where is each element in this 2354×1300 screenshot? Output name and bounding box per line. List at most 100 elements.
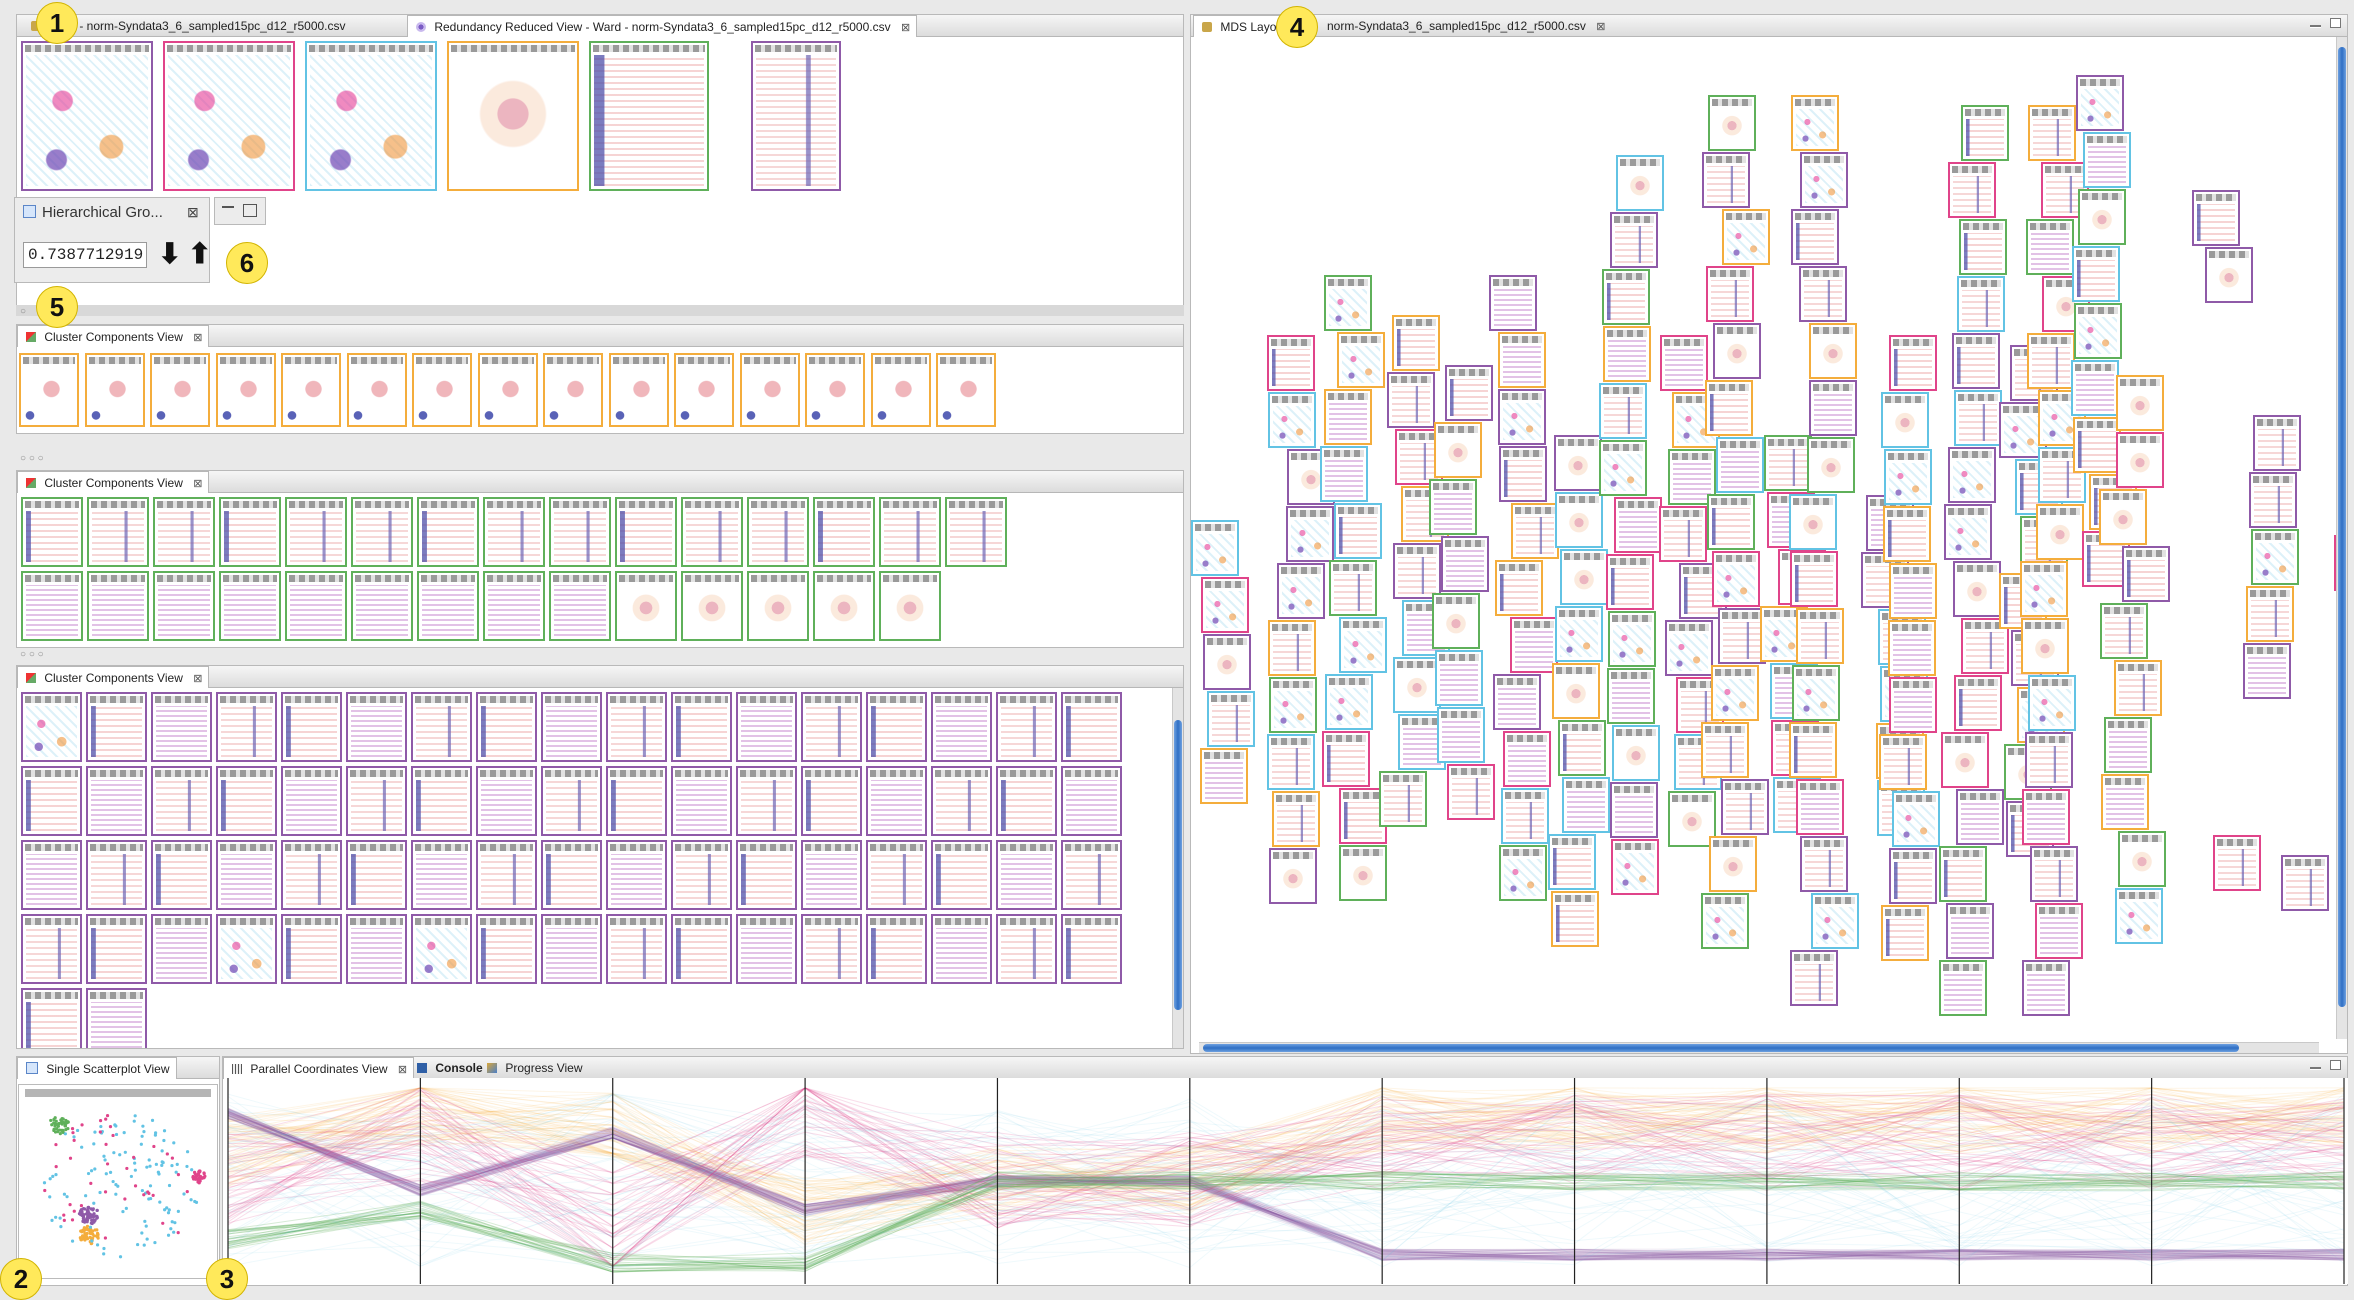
scatterplot-thumbnail[interactable]: [351, 497, 413, 567]
scatterplot-thumbnail[interactable]: [86, 766, 147, 836]
scatterplot-thumbnail[interactable]: [21, 692, 82, 762]
scatterplot-thumbnail[interactable]: [2243, 643, 2291, 699]
scatterplot-thumbnail[interactable]: [1948, 162, 1996, 218]
scatterplot-thumbnail[interactable]: [2025, 732, 2073, 788]
scatterplot-thumbnail[interactable]: [671, 914, 732, 984]
scatterplot-thumbnail[interactable]: [996, 692, 1057, 762]
scatterplot-thumbnail[interactable]: [747, 571, 809, 641]
scatterplot-thumbnail[interactable]: [1269, 677, 1317, 733]
scatterplot-thumbnail[interactable]: [2074, 303, 2122, 359]
scatterplot-thumbnail[interactable]: [1203, 634, 1251, 690]
tab-progress-view[interactable]: Progress View: [479, 1057, 589, 1079]
scatterplot-thumbnail[interactable]: [1432, 593, 1480, 649]
scatterplot-thumbnail[interactable]: [1392, 315, 1440, 371]
scatterplot-thumbnail[interactable]: [2020, 561, 2068, 617]
scatterplot-thumbnail[interactable]: [1948, 447, 1996, 503]
scatterplot-thumbnail[interactable]: [1953, 561, 2001, 617]
vertical-scrollbar[interactable]: [2336, 37, 2347, 1039]
scatterplot-thumbnail[interactable]: [1498, 332, 1546, 388]
scatterplot-thumbnail[interactable]: [1548, 834, 1596, 890]
scatterplot-thumbnail[interactable]: [151, 766, 212, 836]
scatterplot-thumbnail[interactable]: [801, 766, 862, 836]
tab-single-scatterplot[interactable]: Single Scatterplot View: [17, 1057, 177, 1079]
scatterplot-thumbnail[interactable]: [1809, 380, 1857, 436]
scatterplot-thumbnail[interactable]: [805, 353, 865, 427]
scatterplot-thumbnail[interactable]: [411, 692, 472, 762]
scatterplot-thumbnail[interactable]: [1952, 333, 2000, 389]
scatterplot-thumbnail[interactable]: [1957, 276, 2005, 332]
scatterplot-thumbnail[interactable]: [1811, 893, 1859, 949]
scatterplot-thumbnail[interactable]: [412, 353, 472, 427]
scatterplot-thumbnail[interactable]: [2192, 190, 2240, 246]
scatterplot-thumbnail[interactable]: [1718, 608, 1766, 664]
scatterplot-thumbnail[interactable]: [1393, 657, 1441, 713]
horizontal-scrollbar[interactable]: [1199, 1042, 2319, 1053]
scatterplot-thumbnail[interactable]: [1061, 766, 1122, 836]
scatterplot-thumbnail[interactable]: [813, 497, 875, 567]
scatterplot-thumbnail[interactable]: [813, 571, 875, 641]
scatterplot-thumbnail[interactable]: [1610, 782, 1658, 838]
scatterplot-thumbnail[interactable]: [1269, 848, 1317, 904]
scatterplot-thumbnail[interactable]: [543, 353, 603, 427]
scatterplot-thumbnail[interactable]: [1790, 950, 1838, 1006]
scatterplot-thumbnail[interactable]: [21, 914, 82, 984]
scatterplot-thumbnail[interactable]: [1322, 731, 1370, 787]
scatterplot-thumbnail[interactable]: [215, 353, 276, 427]
scatterplot-thumbnail[interactable]: [483, 497, 545, 567]
scatterplot-thumbnail[interactable]: [2116, 375, 2164, 431]
scatterplot-thumbnail[interactable]: [1708, 95, 1756, 151]
scatterplot-thumbnail[interactable]: [2035, 903, 2083, 959]
scatterplot-thumbnail[interactable]: [996, 914, 1057, 984]
scatterplot-thumbnail[interactable]: [483, 571, 545, 641]
scatterplot-thumbnail[interactable]: [931, 914, 992, 984]
scatterplot-thumbnail[interactable]: [411, 766, 472, 836]
scatterplot-thumbnail[interactable]: [1889, 677, 1937, 733]
scatterplot-thumbnail[interactable]: [1799, 266, 1847, 322]
scatterplot-thumbnail[interactable]: [1954, 675, 2002, 731]
scatterplot-thumbnail[interactable]: [739, 353, 800, 427]
scatterplot-thumbnail[interactable]: [1614, 497, 1662, 553]
scatterplot-thumbnail[interactable]: [931, 840, 992, 910]
tab-redundancy-reduced-view[interactable]: Redundancy Reduced View - Ward - norm-Sy…: [407, 15, 918, 37]
scatterplot-thumbnail[interactable]: [1610, 212, 1658, 268]
scatterplot-thumbnail[interactable]: [21, 497, 83, 567]
threshold-input[interactable]: 0.7387712919: [23, 242, 147, 268]
scatterplot-thumbnail[interactable]: [1791, 95, 1839, 151]
scatterplot-thumbnail[interactable]: [417, 497, 479, 567]
scatterplot-thumbnail[interactable]: [476, 692, 537, 762]
scatterplot-thumbnail[interactable]: [2205, 247, 2253, 303]
minimize-icon[interactable]: [2309, 25, 2321, 28]
scatterplot-thumbnail[interactable]: [1286, 506, 1334, 562]
scatterplot-thumbnail[interactable]: [1764, 435, 1812, 491]
scatterplot-thumbnail[interactable]: [1665, 620, 1713, 676]
scatterplot-thumbnail[interactable]: [936, 353, 996, 427]
scatterplot-thumbnail[interactable]: [216, 692, 277, 762]
scatterplot-thumbnail[interactable]: [281, 692, 342, 762]
scatterplot-thumbnail[interactable]: [417, 571, 479, 641]
scatterplot-thumbnail[interactable]: [1607, 668, 1655, 724]
scatterplot-thumbnail[interactable]: [2249, 472, 2297, 528]
scatterplot-thumbnail[interactable]: [2022, 960, 2070, 1016]
scatterplot-thumbnail[interactable]: [615, 571, 677, 641]
scatterplot-thumbnail[interactable]: [1611, 839, 1659, 895]
scatterplot-thumbnail[interactable]: [541, 914, 602, 984]
scatterplot-thumbnail[interactable]: [151, 692, 212, 762]
scatterplot-thumbnail[interactable]: [866, 766, 927, 836]
scatterplot-thumbnail[interactable]: [751, 41, 841, 191]
scatterplot-thumbnail[interactable]: [1445, 365, 1493, 421]
arrow-up-button[interactable]: ⬆: [188, 238, 212, 269]
scatterplot-thumbnail[interactable]: [2122, 546, 2170, 602]
scatterplot-thumbnail[interactable]: [606, 766, 667, 836]
scatterplot-thumbnail[interactable]: [1061, 914, 1122, 984]
scatterplot-thumbnail[interactable]: [1712, 551, 1760, 607]
scatterplot-thumbnail[interactable]: [1944, 504, 1992, 560]
scatterplot-thumbnail[interactable]: [1498, 389, 1546, 445]
vertical-scrollbar[interactable]: [1172, 688, 1183, 1048]
scatterplot-thumbnail[interactable]: [1320, 446, 1368, 502]
scatterplot-thumbnail[interactable]: [1379, 771, 1427, 827]
scatterplot-thumbnail[interactable]: [671, 692, 732, 762]
sash-divider[interactable]: [16, 305, 1184, 316]
scatterplot-thumbnail[interactable]: [1668, 449, 1716, 505]
scatterplot-thumbnail[interactable]: [549, 497, 611, 567]
scatterplot-thumbnail[interactable]: [1325, 674, 1373, 730]
